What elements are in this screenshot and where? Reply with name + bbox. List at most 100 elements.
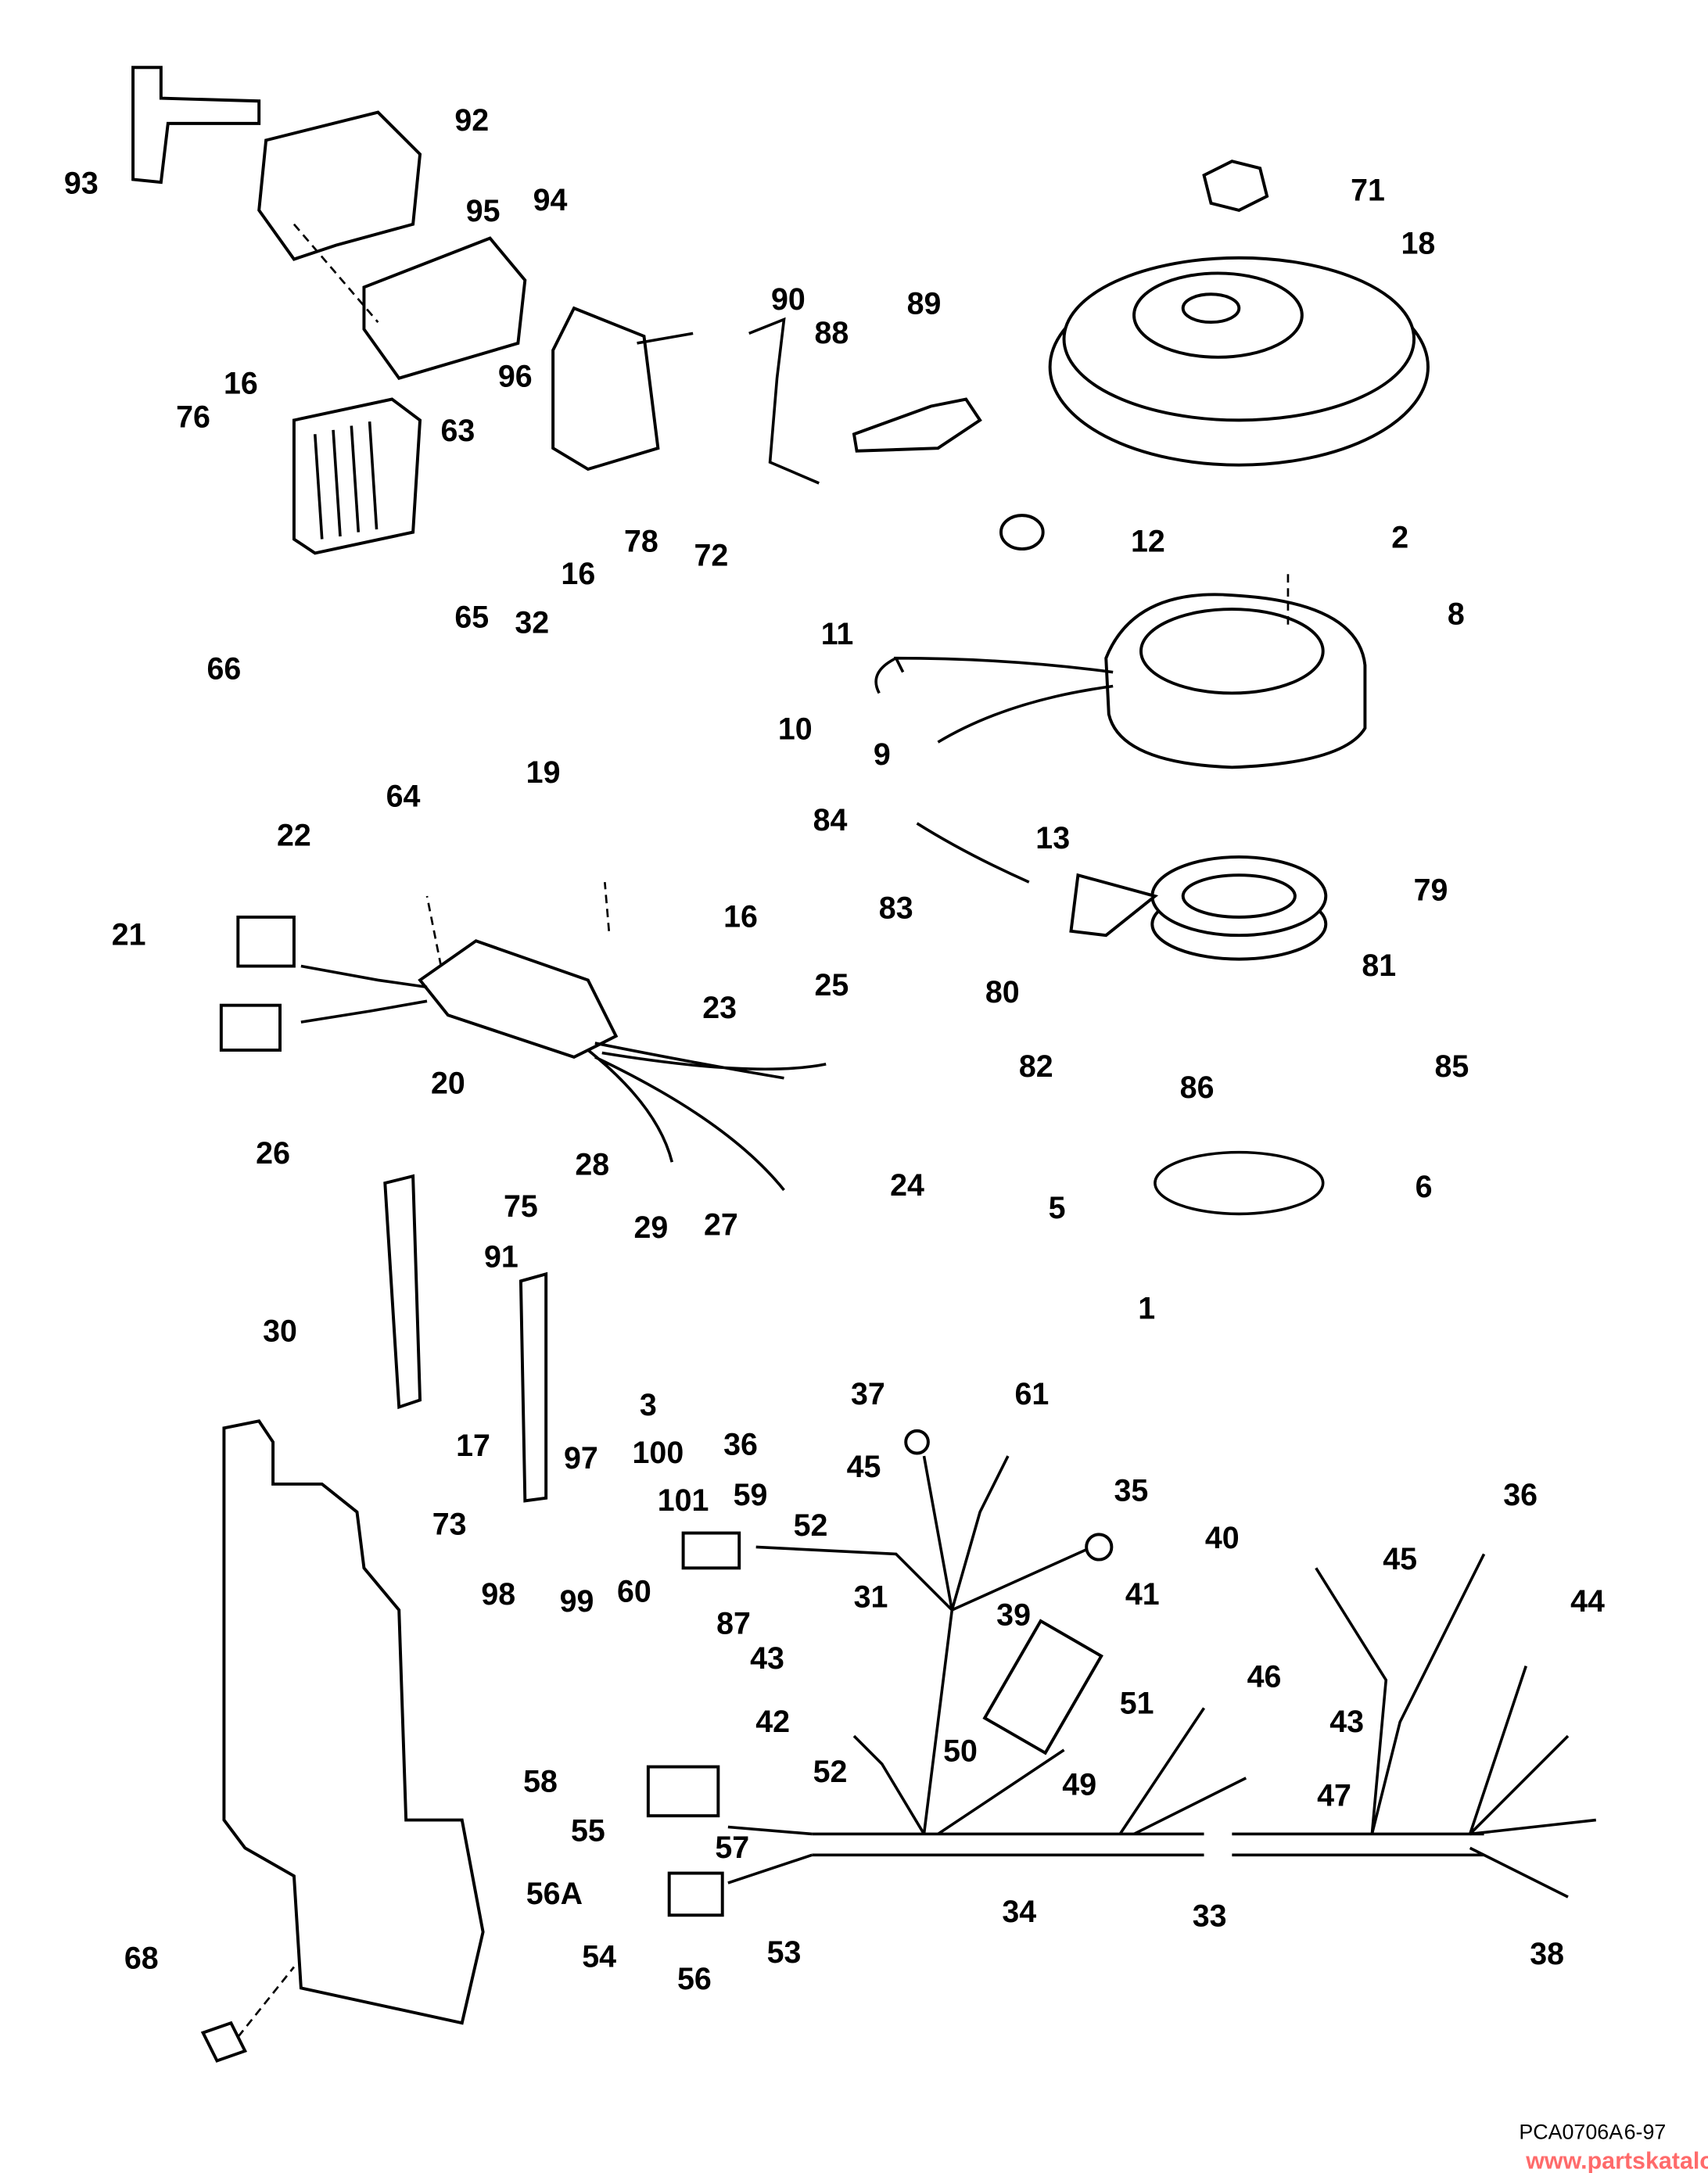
callout-94: 94: [533, 183, 568, 217]
ignition-coil-72: [551, 306, 660, 472]
drawing-code: PCA0706A: [1519, 2121, 1623, 2144]
callout-83: 83: [879, 891, 913, 926]
callout-47: 47: [1317, 1779, 1351, 1813]
callout-99: 99: [560, 1584, 594, 1619]
callout-92: 92: [454, 103, 489, 138]
callout-52: 52: [813, 1755, 848, 1789]
callout-56: 56: [677, 1962, 712, 1996]
callout-82: 82: [1019, 1049, 1053, 1084]
callout-53: 53: [767, 1935, 802, 1970]
callout-66: 66: [207, 652, 242, 687]
part-drawings: [131, 66, 1596, 2063]
callout-42: 42: [755, 1705, 790, 1739]
callout-98: 98: [481, 1577, 515, 1612]
callout-93: 93: [64, 166, 99, 200]
callout-36: 36: [1503, 1478, 1538, 1512]
callout-58: 58: [523, 1765, 558, 1799]
terminal-block-30: [383, 1174, 422, 1410]
callout-81: 81: [1362, 948, 1396, 983]
nut-71: [1202, 160, 1269, 212]
callout-39: 39: [996, 1598, 1031, 1633]
callout-18: 18: [1401, 226, 1436, 260]
callout-51: 51: [1120, 1686, 1154, 1720]
bolt-68: [200, 2021, 248, 2063]
callout-100: 100: [633, 1436, 684, 1470]
callout-73: 73: [432, 1507, 467, 1541]
callout-10: 10: [778, 712, 813, 747]
callout-38: 38: [1530, 1937, 1564, 1971]
callout-3: 3: [640, 1388, 657, 1422]
retaining-ring-6: [1154, 1150, 1325, 1216]
callout-91: 91: [484, 1239, 518, 1274]
callout-57: 57: [715, 1831, 749, 1865]
callout-9: 9: [874, 737, 891, 772]
callout-16: 16: [561, 557, 595, 591]
callout-30: 30: [263, 1314, 297, 1348]
callout-50: 50: [943, 1734, 978, 1768]
callout-90: 90: [771, 282, 806, 317]
spark-plug-boot-90: [748, 317, 820, 485]
callout-64: 64: [386, 779, 421, 813]
callout-101: 101: [658, 1483, 709, 1518]
callout-31: 31: [854, 1580, 888, 1614]
callout-87: 87: [716, 1606, 751, 1641]
callout-63: 63: [440, 414, 475, 448]
callout-35: 35: [1114, 1473, 1149, 1508]
rectifier-94: [362, 236, 527, 380]
callout-19: 19: [526, 755, 561, 790]
callout-5: 5: [1049, 1191, 1066, 1225]
callout-21: 21: [112, 918, 146, 952]
callout-37: 37: [851, 1377, 885, 1411]
callout-26: 26: [256, 1136, 290, 1171]
callout-76: 76: [176, 400, 210, 434]
heat-sink-fins: [314, 421, 379, 540]
spark-plug-boot-89: [852, 397, 982, 453]
callout-44: 44: [1570, 1584, 1605, 1619]
date-code: 6-97: [1624, 2121, 1667, 2144]
callout-13: 13: [1035, 821, 1070, 855]
callout-41: 41: [1125, 1577, 1160, 1612]
callout-95: 95: [466, 194, 501, 228]
callout-34: 34: [1002, 1895, 1036, 1929]
callout-85: 85: [1434, 1049, 1469, 1084]
callout-16: 16: [723, 899, 758, 934]
bracket-93: [131, 66, 261, 185]
callout-6: 6: [1416, 1170, 1433, 1204]
callout-40: 40: [1205, 1521, 1240, 1555]
callout-78: 78: [624, 525, 658, 559]
callout-97: 97: [564, 1441, 598, 1476]
callout-54: 54: [582, 1940, 616, 1974]
callout-8: 8: [1448, 597, 1465, 632]
callout-75: 75: [504, 1189, 538, 1224]
callout-89: 89: [907, 286, 942, 321]
callout-32: 32: [515, 605, 549, 640]
sleeve-3: [518, 1271, 548, 1503]
callout-12: 12: [1131, 525, 1165, 559]
callout-56A: 56A: [526, 1877, 583, 1911]
callout-61: 61: [1014, 1377, 1049, 1411]
callout-46: 46: [1247, 1659, 1282, 1694]
callout-17: 17: [456, 1429, 490, 1463]
callout-86: 86: [1180, 1070, 1215, 1105]
callout-29: 29: [634, 1210, 669, 1245]
callout-43: 43: [1329, 1705, 1364, 1739]
callout-24: 24: [890, 1168, 924, 1203]
callout-20: 20: [431, 1066, 465, 1100]
callout-84: 84: [813, 803, 848, 837]
callout-2: 2: [1391, 520, 1408, 554]
callout-79: 79: [1414, 873, 1448, 907]
callout-96: 96: [498, 359, 533, 393]
callout-27: 27: [704, 1207, 738, 1242]
mounting-plate-73: [222, 1419, 485, 2025]
callout-43: 43: [750, 1641, 784, 1676]
callout-52: 52: [794, 1508, 828, 1543]
callout-11: 11: [821, 617, 854, 651]
wire-harness-33: [812, 1832, 1484, 1857]
callout-45: 45: [847, 1450, 881, 1484]
regulator-63: [292, 397, 422, 555]
callout-80: 80: [985, 975, 1020, 1009]
power-pack-20: [418, 939, 619, 1060]
callout-55: 55: [571, 1813, 605, 1848]
